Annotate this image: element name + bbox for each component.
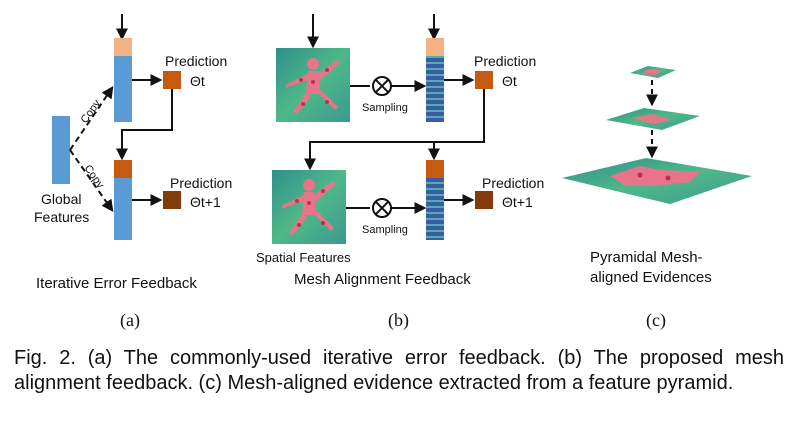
feature-map-bottom: [272, 170, 346, 244]
prediction-box-b-bottom: [475, 191, 493, 209]
prediction-box-top: [163, 71, 181, 89]
global-label-line1: Global: [41, 191, 81, 207]
bar-bottom-head: [114, 160, 132, 178]
panel-a-sublabel: (a): [120, 310, 140, 331]
bar-b-bottom-body: [426, 178, 444, 240]
sampling-op-top: [372, 76, 392, 96]
global-features-bar: [52, 116, 70, 184]
copy-label-top: Copy: [79, 97, 104, 125]
pyramid-level-large: [562, 158, 752, 204]
prediction-label-top: Prediction: [165, 53, 227, 69]
figure-caption: Fig. 2. (a) The commonly-used iterative …: [14, 347, 784, 394]
copy-label-bottom: Copy: [82, 163, 107, 191]
sampling-label-top: Sampling: [362, 102, 408, 114]
pyramid-level-small: [630, 66, 676, 78]
theta-t-label-b: Θt: [502, 73, 517, 89]
feature-map-top: [276, 48, 350, 122]
copy-arrow-top: [69, 86, 114, 151]
panel-c-title-line1: Pyramidal Mesh-: [590, 249, 703, 266]
spatial-features-label: Spatial Features: [256, 250, 351, 265]
prediction-box-b-top: [475, 71, 493, 89]
theta-t1-label: Θt+1: [190, 194, 221, 210]
panel-b-sublabel: (b): [388, 310, 409, 331]
panel-c-sublabel: (c): [646, 310, 666, 331]
prediction-label-b-bottom: Prediction: [482, 175, 544, 191]
prediction-box-bottom: [163, 191, 181, 209]
bar-b-top-body: [426, 56, 444, 122]
global-label-line2: Features: [34, 209, 89, 225]
theta-t1-label-b: Θt+1: [502, 194, 533, 210]
bar-bottom-body: [114, 178, 132, 240]
pyramid-level-medium: [606, 108, 700, 130]
panel-a-title: Iterative Error Feedback: [36, 275, 197, 292]
panel-a: Prediction Θt Prediction Θt+1 Copy Copy …: [34, 14, 232, 331]
prediction-label-b-top: Prediction: [474, 53, 536, 69]
feedback-arrow-a: [116, 89, 173, 161]
theta-t-label: Θt: [190, 73, 205, 89]
panel-c-title-line2: aligned Evidences: [590, 269, 712, 286]
bar-b-top-head: [426, 38, 444, 56]
panel-c: Pyramidal Mesh- aligned Evidences (c): [562, 66, 752, 331]
sampling-op-bottom: [372, 198, 392, 218]
feedback-arrow-to-map: [304, 89, 485, 171]
panel-b: Sampling Prediction Θt Sampling Predicti…: [256, 14, 544, 331]
prediction-label-bottom: Prediction: [170, 175, 232, 191]
sampling-label-bottom: Sampling: [362, 224, 408, 236]
bar-b-bottom-head: [426, 160, 444, 178]
copy-arrow-bottom: [69, 149, 114, 212]
bar-top-head: [114, 38, 132, 56]
bar-top-body: [114, 56, 132, 122]
panel-b-title: Mesh Alignment Feedback: [294, 271, 471, 288]
